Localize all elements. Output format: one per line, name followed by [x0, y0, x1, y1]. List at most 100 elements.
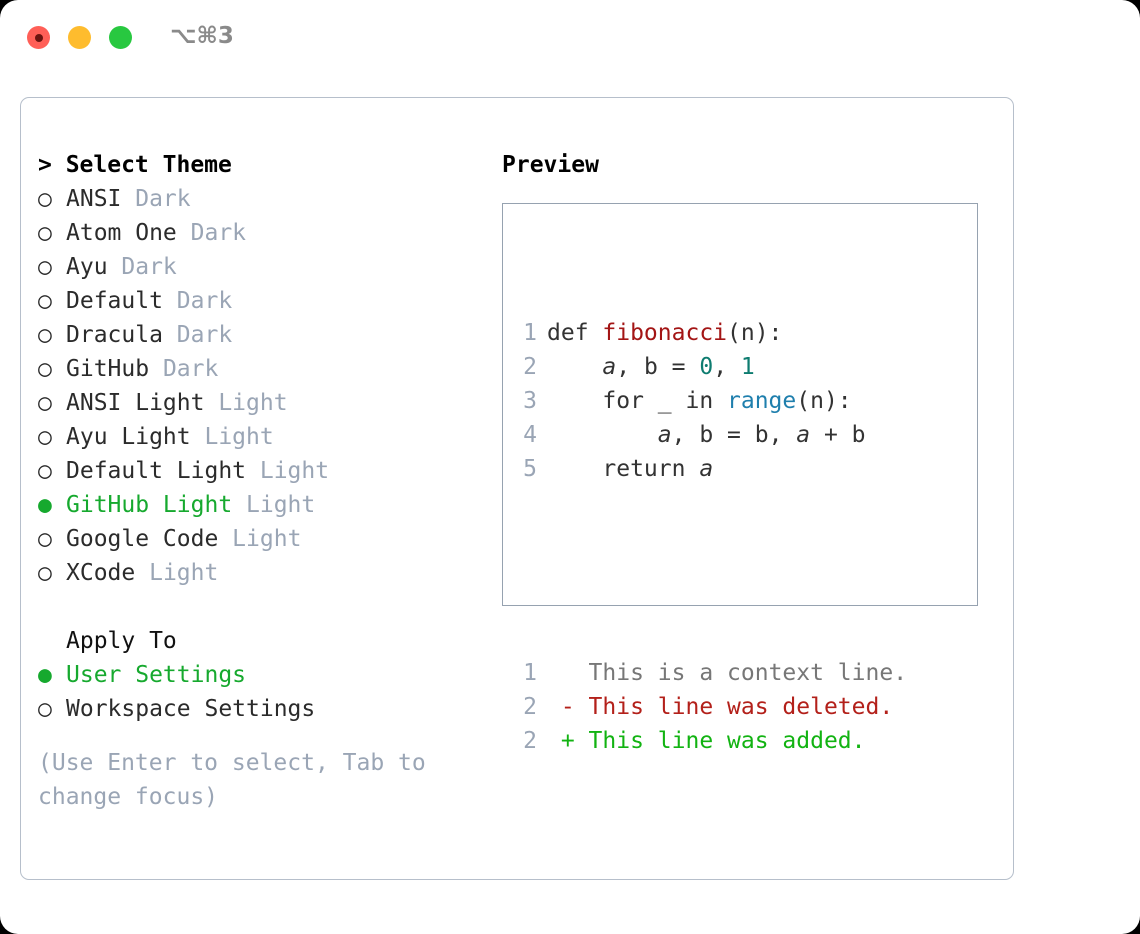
diff-sample: 1 This is a context line.2 - This line w…: [511, 656, 907, 758]
code-token: return: [547, 456, 700, 482]
code-token: This is: [547, 660, 700, 686]
code-token: - This line was deleted.: [547, 694, 894, 720]
code-token: a: [699, 660, 714, 686]
theme-variant-tag: Light: [232, 492, 316, 518]
line-number: 1: [523, 320, 537, 346]
theme-option-label: GitHub: [66, 356, 150, 382]
theme-variant-tag: Light: [190, 424, 274, 450]
theme-option-label: Ayu: [66, 254, 108, 280]
theme-selection-column: > Select Theme ○ANSI Dark○Atom One Dark○…: [38, 148, 488, 814]
radio-unselected-icon: ○: [38, 458, 52, 484]
code-token: 1: [740, 354, 755, 380]
code-token: ,: [616, 354, 644, 380]
theme-option-list[interactable]: ○ANSI Dark○Atom One Dark○Ayu Dark○Defaul…: [38, 182, 488, 590]
theme-variant-tag: Light: [135, 560, 219, 586]
traffic-lights: [27, 26, 132, 49]
theme-option-label: Ayu Light: [66, 424, 191, 450]
theme-option-atom-one[interactable]: ○ Atom One Dark: [38, 216, 488, 250]
code-token: 0: [699, 354, 714, 380]
code-line: 2 a, b = 0, 1: [511, 350, 907, 384]
code-token: [547, 354, 602, 380]
theme-variant-tag: Light: [218, 526, 302, 552]
radio-unselected-icon: ○: [38, 526, 52, 552]
code-token: a: [657, 422, 672, 448]
radio-unselected-icon: ○: [38, 322, 52, 348]
apply-to-option-workspace-settings[interactable]: ○ Workspace Settings: [38, 692, 488, 726]
code-token: a: [796, 422, 811, 448]
radio-unselected-icon: ○: [38, 186, 52, 212]
diff-line: 2 + This line was added.: [511, 724, 907, 758]
theme-option-label: Default: [66, 288, 163, 314]
code-token: (n):: [796, 388, 852, 414]
theme-option-label: GitHub Light: [66, 492, 233, 518]
apply-to-heading: Apply To: [66, 628, 177, 654]
minimize-window-button[interactable]: [68, 26, 91, 49]
theme-variant-tag: Dark: [162, 322, 233, 348]
theme-option-label: ANSI Light: [66, 390, 205, 416]
code-token: + b: [810, 422, 866, 448]
apply-to-option-user-settings[interactable]: ● User Settings: [38, 658, 488, 692]
radio-unselected-icon: ○: [38, 356, 52, 382]
select-theme-heading: > Select Theme: [38, 152, 232, 178]
theme-variant-tag: Light: [246, 458, 330, 484]
line-number: 1: [523, 660, 537, 686]
apply-to-option-list[interactable]: ● User Settings ○ Workspace Settings: [38, 658, 488, 726]
code-token: , b = b,: [671, 422, 797, 448]
code-line: 5 return a: [511, 452, 907, 486]
theme-variant-tag: Dark: [107, 254, 177, 280]
theme-option-google-code[interactable]: ○ Google Code Light: [38, 522, 488, 556]
code-token: (n):: [727, 320, 783, 346]
apply-to-option-label: User Settings: [66, 662, 247, 688]
radio-unselected-icon: ○: [38, 696, 52, 722]
theme-option-label: Google Code: [66, 526, 219, 552]
line-number: 2: [523, 728, 537, 754]
theme-variant-tag: Dark: [149, 356, 219, 382]
radio-unselected-icon: ○: [38, 288, 52, 314]
line-number: 5: [523, 456, 537, 482]
diff-line: 1 This is a context line.: [511, 656, 907, 690]
theme-option-label: ANSI: [66, 186, 122, 212]
radio-unselected-icon: ○: [38, 390, 52, 416]
code-token: context line.: [713, 660, 908, 686]
line-number: 2: [523, 354, 537, 380]
radio-unselected-icon: ○: [38, 560, 52, 586]
keyboard-hint-text: (Use Enter to select, Tab to change focu…: [38, 750, 426, 810]
theme-option-dracula[interactable]: ○ Dracula Dark: [38, 318, 488, 352]
theme-option-ayu[interactable]: ○Ayu Dark: [38, 250, 488, 284]
code-token: b: [643, 354, 658, 380]
close-window-button[interactable]: [27, 26, 50, 49]
theme-variant-tag: Dark: [121, 186, 191, 212]
radio-unselected-icon: ○: [38, 220, 52, 246]
maximize-window-button[interactable]: [109, 26, 132, 49]
theme-variant-tag: Dark: [162, 288, 233, 314]
code-token: def: [547, 320, 603, 346]
radio-selected-icon: ●: [38, 662, 52, 688]
theme-option-label: Atom One: [66, 220, 177, 246]
theme-option-ansi[interactable]: ○ ANSI Dark: [38, 182, 488, 216]
theme-option-github-light[interactable]: ●GitHub Light Light: [38, 488, 488, 522]
theme-option-default[interactable]: ○ Default Dark: [38, 284, 488, 318]
theme-variant-tag: Light: [204, 390, 288, 416]
theme-option-github[interactable]: ○ GitHub Dark: [38, 352, 488, 386]
theme-option-ansi-light[interactable]: ○ ANSI Light Light: [38, 386, 488, 420]
theme-option-ayu-light[interactable]: ○ Ayu Light Light: [38, 420, 488, 454]
diff-line: 2 - This line was deleted.: [511, 690, 907, 724]
theme-variant-tag: Dark: [176, 220, 247, 246]
theme-option-label: Dracula: [66, 322, 163, 348]
theme-option-xcode[interactable]: ○XCode Light: [38, 556, 488, 590]
code-token: a: [602, 354, 617, 380]
code-diff-gap: [511, 554, 907, 588]
code-token: ,: [713, 354, 741, 380]
apply-to-option-label: Workspace Settings: [66, 696, 316, 722]
code-token: fibonacci: [602, 320, 728, 346]
line-number: 2: [523, 694, 537, 720]
code-line: 3 for _ in range(n):: [511, 384, 907, 418]
theme-option-default-light[interactable]: ○Default Light Light: [38, 454, 488, 488]
radio-unselected-icon: ○: [38, 424, 52, 450]
code-token: =: [657, 354, 700, 380]
line-number: 3: [523, 388, 537, 414]
